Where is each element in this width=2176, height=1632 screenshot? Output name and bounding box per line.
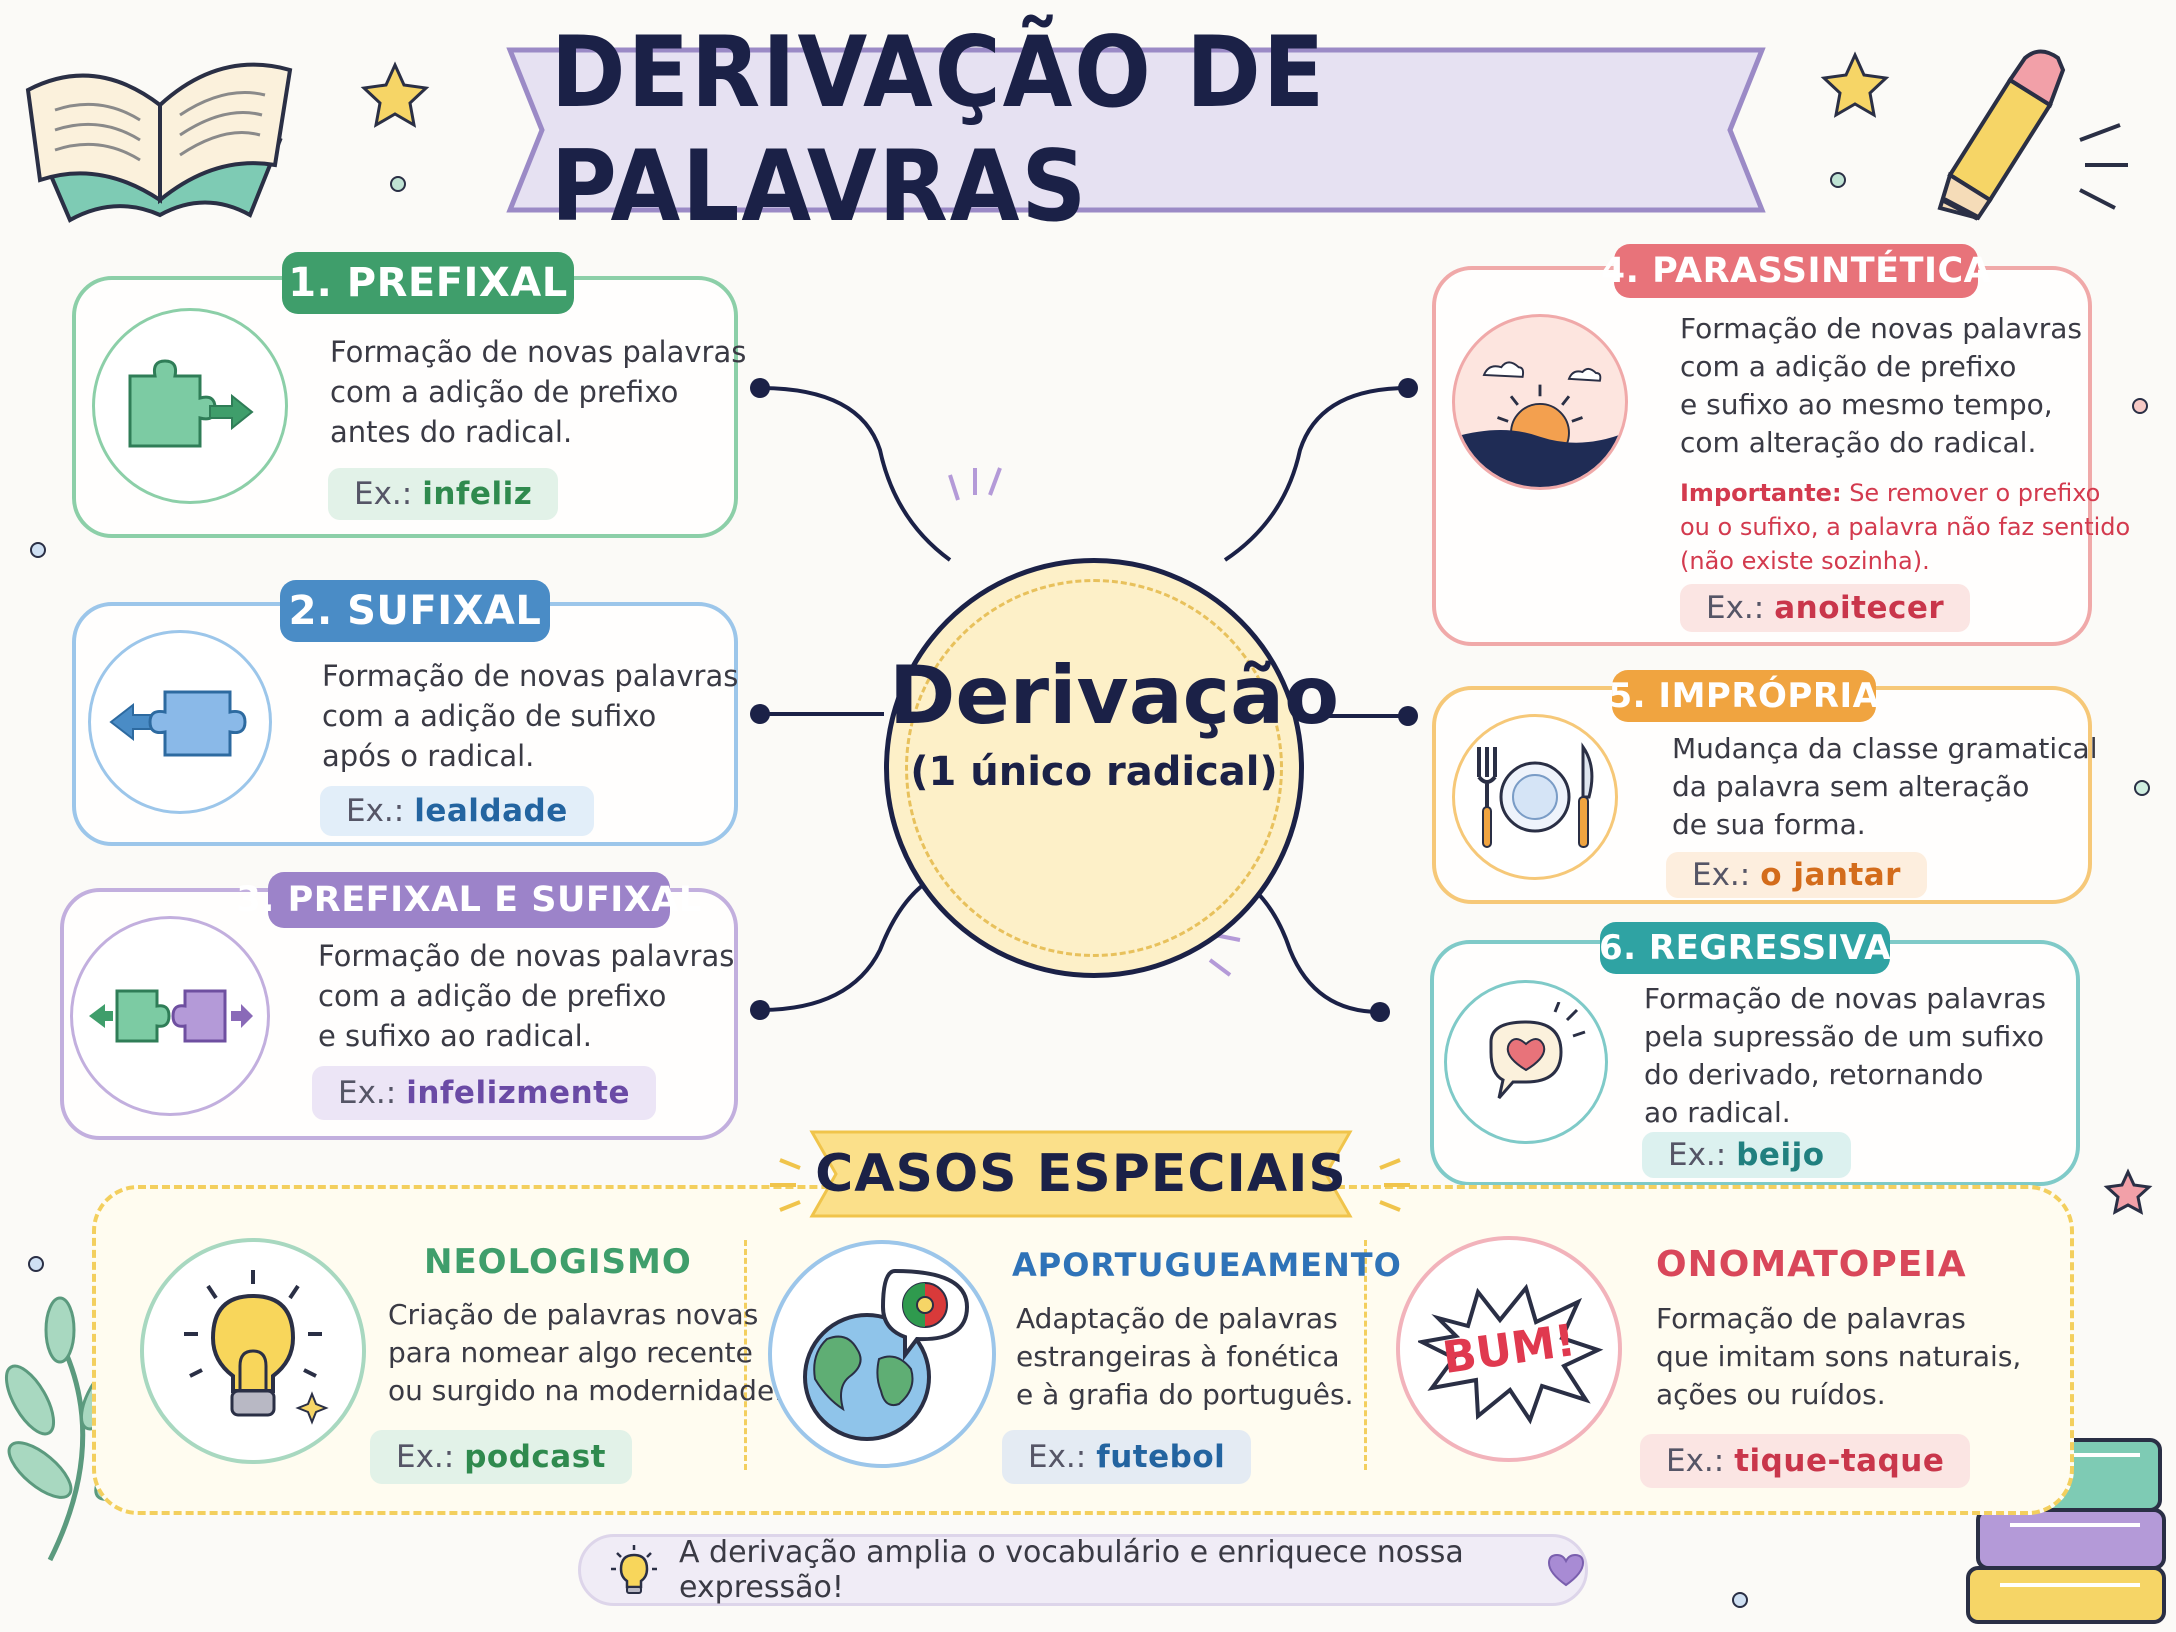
card-line: com a adição de prefixo <box>1680 350 2017 383</box>
example-word: o jantar <box>1760 857 1901 893</box>
divider <box>1364 1240 1367 1470</box>
title-banner: DERIVAÇÃO DE PALAVRAS <box>500 16 1770 244</box>
special-title-banner: CASOS ESPECIAIS <box>808 1124 1354 1224</box>
example-badge: Ex.:podcast <box>370 1430 632 1484</box>
card-line: ao radical. <box>1644 1096 1791 1129</box>
puzzle-arrow-right-icon <box>92 308 288 504</box>
card-label-regressiva: 6. REGRESSIVA <box>1599 922 1891 974</box>
special-title: CASOS ESPECIAIS <box>815 1144 1347 1204</box>
card-line: Formação de novas palavras <box>322 659 739 693</box>
example-badge: Ex.:futebol <box>1002 1430 1252 1484</box>
important-line: Se remover o prefixo <box>1849 479 2101 507</box>
example-word: infeliz <box>422 476 533 512</box>
sparkle-lines <box>770 1158 1410 1212</box>
example-word: beijo <box>1736 1137 1825 1173</box>
special-item-title: ONOMATOPEIA <box>1656 1244 1967 1285</box>
important-label: Importante: <box>1680 479 1842 507</box>
card-line: Formação de novas palavras <box>1680 312 2082 345</box>
sunset-icon <box>1452 314 1628 490</box>
center-subtitle: (1 único radical) <box>910 749 1278 795</box>
card-regressiva: Formação de novas palavras pela supressã… <box>1430 940 2080 1186</box>
two-puzzles-icon <box>70 916 270 1116</box>
card-line: antes do radical. <box>330 415 573 449</box>
ribbon-shape <box>506 47 1766 213</box>
special-line: Formação de palavras <box>1656 1302 1966 1335</box>
card-line: com a adição de sufixo <box>322 699 657 733</box>
example-badge: Ex.:infeliz <box>328 468 559 520</box>
heart-icon <box>1547 1553 1585 1587</box>
example-word: podcast <box>464 1439 606 1475</box>
page-title: DERIVAÇÃO DE PALAVRAS <box>550 16 1327 244</box>
card-line: pela supressão de um sufixo <box>1644 1020 2045 1053</box>
book-stack-icon <box>1966 1438 2166 1624</box>
card-prefixal-sufixal: Formação de novas palavras com a adição … <box>60 888 738 1140</box>
globe-icon <box>768 1240 996 1468</box>
example-badge: Ex.:lealdade <box>320 786 594 836</box>
star-icon <box>360 61 430 128</box>
card-label-impropria: 5. IMPRÓPRIA <box>1609 670 1879 722</box>
card-line: do derivado, retornando <box>1644 1058 1984 1091</box>
open-book-icon <box>25 62 293 223</box>
card-label-sufixal: 2. SUFIXAL <box>280 580 550 642</box>
example-word: anoitecer <box>1774 590 1945 626</box>
card-line: e sufixo ao mesmo tempo, <box>1680 388 2053 421</box>
star-icon <box>1820 51 1890 118</box>
bum-text: BUM! <box>1439 1314 1579 1384</box>
card-line: Formação de novas palavras <box>1644 982 2046 1015</box>
lightbulb-icon <box>611 1545 657 1595</box>
example-badge: Ex.:infelizmente <box>312 1066 656 1120</box>
important-line: (não existe sozinha). <box>1680 547 1930 575</box>
bum-burst-icon: BUM! <box>1396 1236 1622 1462</box>
star-icon <box>2103 1168 2153 1215</box>
lightbulb-icon <box>140 1238 366 1464</box>
puzzle-arrow-left-icon <box>88 630 272 814</box>
center-title: Derivação <box>889 649 1340 742</box>
special-line: para nomear algo recente <box>388 1336 753 1369</box>
card-line: com alteração do radical. <box>1680 426 2037 459</box>
card-line: com a adição de prefixo <box>318 979 667 1013</box>
card-prefixal: Formação de novas palavras com a adição … <box>72 276 746 538</box>
special-line: Criação de palavras novas <box>388 1298 759 1331</box>
example-badge: Ex.:tique-taque <box>1640 1434 1971 1488</box>
example-badge: Ex.:anoitecer <box>1680 584 1971 632</box>
important-line: ou o sufixo, a palavra não faz sentido <box>1680 513 2131 541</box>
example-word: infelizmente <box>406 1075 630 1111</box>
example-word: tique-taque <box>1734 1443 1945 1479</box>
card-parassintetica: Formação de novas palavras com a adição … <box>1432 266 2130 646</box>
card-line: com a adição de prefixo <box>330 375 679 409</box>
card-line: da palavra sem alteração <box>1672 770 2030 803</box>
footer-note: A derivação amplia o vocabulário e enriq… <box>578 1534 1588 1606</box>
card-impropria: Mudança da classe gramatical da palavra … <box>1432 686 2097 904</box>
card-label-prefixal-sufixal: 3. PREFIXAL E SUFIXAL <box>236 872 701 928</box>
footer-text: A derivação amplia o vocabulário e enriq… <box>679 1535 1464 1605</box>
card-line: Formação de novas palavras <box>330 335 747 369</box>
special-line: e à grafia do português. <box>1016 1378 1354 1411</box>
card-line: e sufixo ao radical. <box>318 1019 592 1053</box>
special-line: Adaptação de palavras <box>1016 1302 1338 1335</box>
heart-speech-bubble-icon <box>1444 980 1608 1144</box>
example-word: lealdade <box>414 793 568 829</box>
special-line: que imitam sons naturais, <box>1656 1340 2022 1373</box>
card-line: Mudança da classe gramatical <box>1672 732 2098 765</box>
example-badge: Ex.:beijo <box>1642 1132 1851 1178</box>
center-node: Derivação (1 único radical) <box>884 558 1340 978</box>
special-line: ou surgido na modernidade. <box>388 1374 784 1407</box>
important-note: Importante: Se remover o prefixo ou o su… <box>1680 476 2130 578</box>
pencil-icon <box>1937 49 2128 221</box>
card-sufixal: Formação de novas palavras com a adição … <box>72 602 738 846</box>
card-line: de sua forma. <box>1672 808 1866 841</box>
special-line: estrangeiras à fonética <box>1016 1340 1340 1373</box>
card-line: Formação de novas palavras <box>318 939 735 973</box>
card-label-parassintetica: 4. PARASSINTÉTICA <box>1601 244 1991 298</box>
example-word: futebol <box>1096 1439 1226 1475</box>
divider <box>744 1240 747 1470</box>
special-item-title: NEOLOGISMO <box>424 1242 692 1282</box>
special-line: ações ou ruídos. <box>1656 1378 1886 1411</box>
card-line: após o radical. <box>322 739 535 773</box>
plate-cutlery-icon <box>1452 714 1618 880</box>
special-item-title: APORTUGUEAMENTO <box>1012 1246 1402 1284</box>
card-label-prefixal: 1. PREFIXAL <box>282 252 574 314</box>
example-badge: Ex.:o jantar <box>1666 852 1927 898</box>
